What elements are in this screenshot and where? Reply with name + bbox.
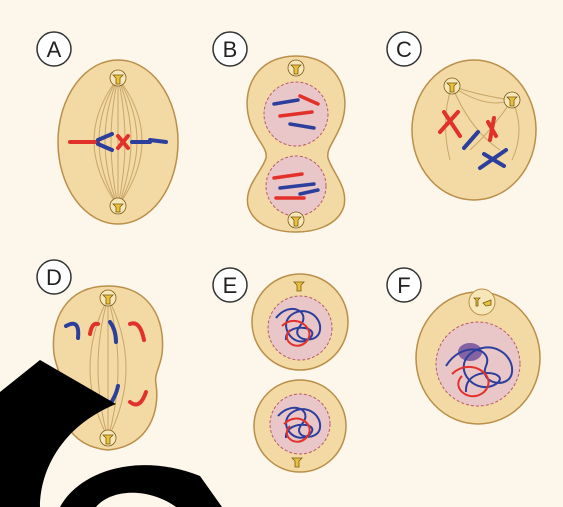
centrosome-b-top — [288, 60, 304, 76]
centrosome-a-top — [110, 70, 126, 86]
panel-d-label: D — [46, 265, 62, 290]
centrosome-d-top — [100, 290, 116, 306]
centrosome-d-bottom — [100, 430, 116, 446]
panel-a-label-badge: A — [37, 32, 71, 66]
centrosome-b-bottom — [288, 212, 304, 228]
nucleus-b-top — [264, 82, 328, 146]
centrosome-pair-f — [469, 289, 495, 315]
panel-d-label-badge: D — [37, 260, 71, 294]
panel-b-label-badge: B — [213, 32, 247, 66]
panel-e-label: E — [223, 273, 238, 298]
cell-c — [412, 60, 536, 200]
centrosome-c-left — [444, 78, 460, 94]
panel-c-label-badge: C — [387, 32, 421, 66]
panel-a-label: A — [47, 37, 62, 62]
nucleus-b-bottom — [266, 156, 326, 216]
panel-e-label-badge: E — [213, 268, 247, 302]
nucleus-f — [436, 322, 520, 406]
panel-c-label: C — [396, 37, 412, 62]
centrosome-c-right — [504, 92, 520, 108]
panel-b-label: B — [223, 37, 238, 62]
daughter-cell-e-bottom — [254, 380, 346, 472]
panel-f-label-badge: F — [387, 268, 421, 302]
panel-f-label: F — [397, 273, 410, 298]
centrosome-a-bottom — [110, 198, 126, 214]
daughter-cell-e-top — [252, 274, 348, 370]
